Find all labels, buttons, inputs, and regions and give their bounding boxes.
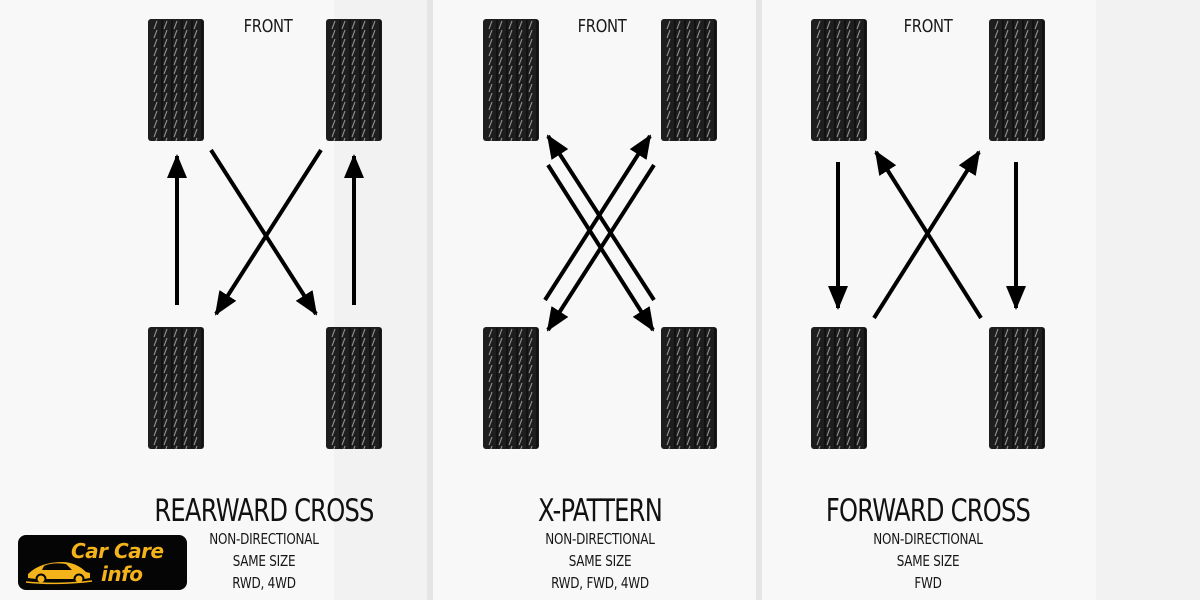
tire-rear-right-icon — [989, 327, 1045, 455]
tire-front-right-icon — [989, 19, 1045, 147]
pattern-title: FORWARD CROSS — [825, 493, 1031, 529]
logo-text-line2: info — [101, 562, 143, 586]
tire-front-right-icon — [661, 19, 717, 147]
car-silhouette-icon — [25, 562, 93, 585]
pattern-size-note: SAME SIZE — [896, 552, 960, 570]
tire-rear-right-icon — [661, 327, 717, 455]
pattern-title: X-PATTERN — [537, 493, 663, 529]
pattern-title: REARWARD CROSS — [154, 493, 374, 529]
pattern-tire-type: NON-DIRECTIONAL — [545, 530, 655, 548]
arrow-rear-right-to-front-left — [546, 134, 656, 302]
panel-divider — [427, 0, 433, 600]
panel-divider — [756, 0, 762, 600]
pattern-drivetrain: RWD, FWD, 4WD — [551, 574, 649, 592]
tire-rear-right-icon — [326, 327, 382, 455]
arrow-front-left-to-rear-right — [209, 148, 318, 316]
pattern-drivetrain: RWD, 4WD — [232, 574, 296, 592]
car-care-info-logo: Car Care info — [18, 535, 187, 590]
pattern-size-note: SAME SIZE — [568, 552, 632, 570]
front-label: FRONT — [577, 16, 627, 37]
pattern-tire-type: NON-DIRECTIONAL — [873, 530, 983, 548]
logo-text-line1: Car Care — [71, 539, 164, 563]
pattern-size-note: SAME SIZE — [232, 552, 296, 570]
tire-front-left-icon — [483, 19, 539, 147]
tire-front-right-icon — [326, 19, 382, 147]
front-label: FRONT — [903, 16, 953, 37]
arrow-front-right-to-rear-left — [214, 148, 323, 316]
front-label: FRONT — [243, 16, 293, 37]
pattern-drivetrain: FWD — [914, 574, 942, 592]
arrow-front-right-to-rear-left — [546, 163, 656, 332]
tire-front-left-icon — [148, 19, 204, 147]
tire-rear-left-icon — [483, 327, 539, 455]
tire-rear-left-icon — [811, 327, 867, 455]
tire-rear-left-icon — [148, 327, 204, 455]
arrow-rear-left-to-front-right — [543, 134, 652, 302]
arrow-rear-right-to-front-left — [874, 150, 983, 320]
pattern-tire-type: NON-DIRECTIONAL — [209, 530, 319, 548]
